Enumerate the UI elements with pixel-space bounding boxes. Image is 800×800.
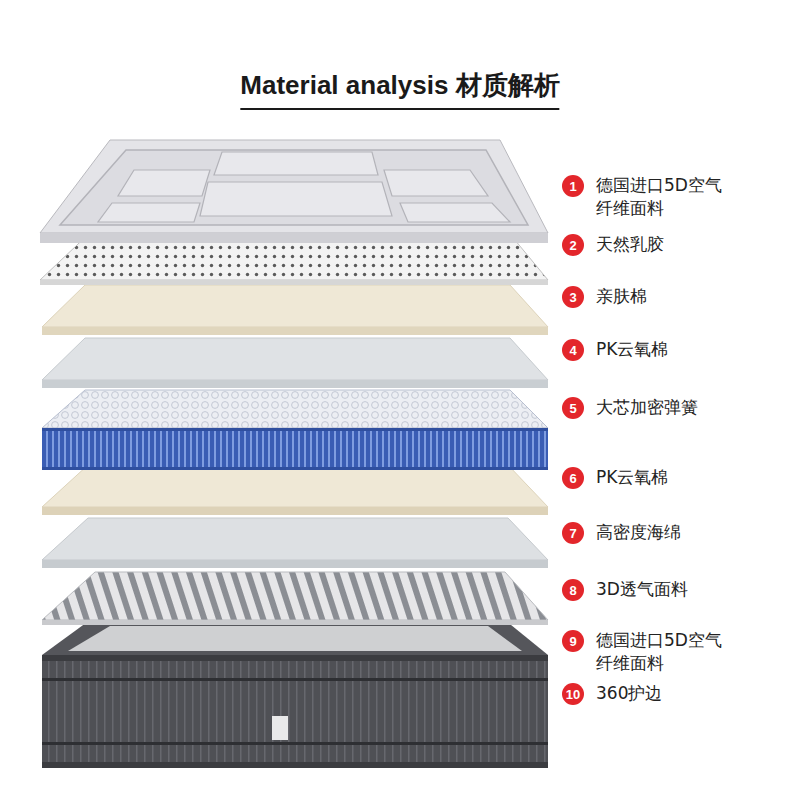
callout: 1 德国进口5D空气 纤维面料 <box>562 175 781 220</box>
callout-number: 2 <box>562 234 584 256</box>
callout: 2 天然乳胶 <box>562 234 664 256</box>
part-name: 德国进口5D空气 纤维面料 <box>596 174 781 220</box>
callout: 10 360护边 <box>562 683 662 705</box>
part-name: 德国进口5D空气 纤维面料 <box>596 629 781 675</box>
callout: 3 亲肤棉 <box>562 286 647 308</box>
callout-number: 10 <box>562 683 584 705</box>
callout-number: 9 <box>562 630 584 652</box>
callout: 9 德国进口5D空气 纤维面料 <box>562 630 781 675</box>
callout-number: 7 <box>562 522 584 544</box>
part-name: 360护边 <box>596 682 662 705</box>
callout-number: 3 <box>562 286 584 308</box>
callout-number: 8 <box>562 579 584 601</box>
callout-number: 1 <box>562 175 584 197</box>
callout: 5 大芯加密弹簧 <box>562 397 698 419</box>
callout: 8 3D透气面料 <box>562 579 688 601</box>
part-name: 高密度海绵 <box>596 521 681 544</box>
callout: 6 PK云氧棉 <box>562 467 668 489</box>
part-name: 亲肤棉 <box>596 285 647 308</box>
callout-number: 4 <box>562 339 584 361</box>
part-name: PK云氧棉 <box>596 466 668 489</box>
part-name: 3D透气面料 <box>596 578 688 601</box>
part-name: 天然乳胶 <box>596 233 664 256</box>
part-name: 大芯加密弹簧 <box>596 396 698 419</box>
callout: 7 高密度海绵 <box>562 522 681 544</box>
callout-number: 6 <box>562 467 584 489</box>
part-name: PK云氧棉 <box>596 338 668 361</box>
callout: 4 PK云氧棉 <box>562 339 668 361</box>
callout-number: 5 <box>562 397 584 419</box>
title: Material analysis 材质解析 <box>240 68 559 110</box>
